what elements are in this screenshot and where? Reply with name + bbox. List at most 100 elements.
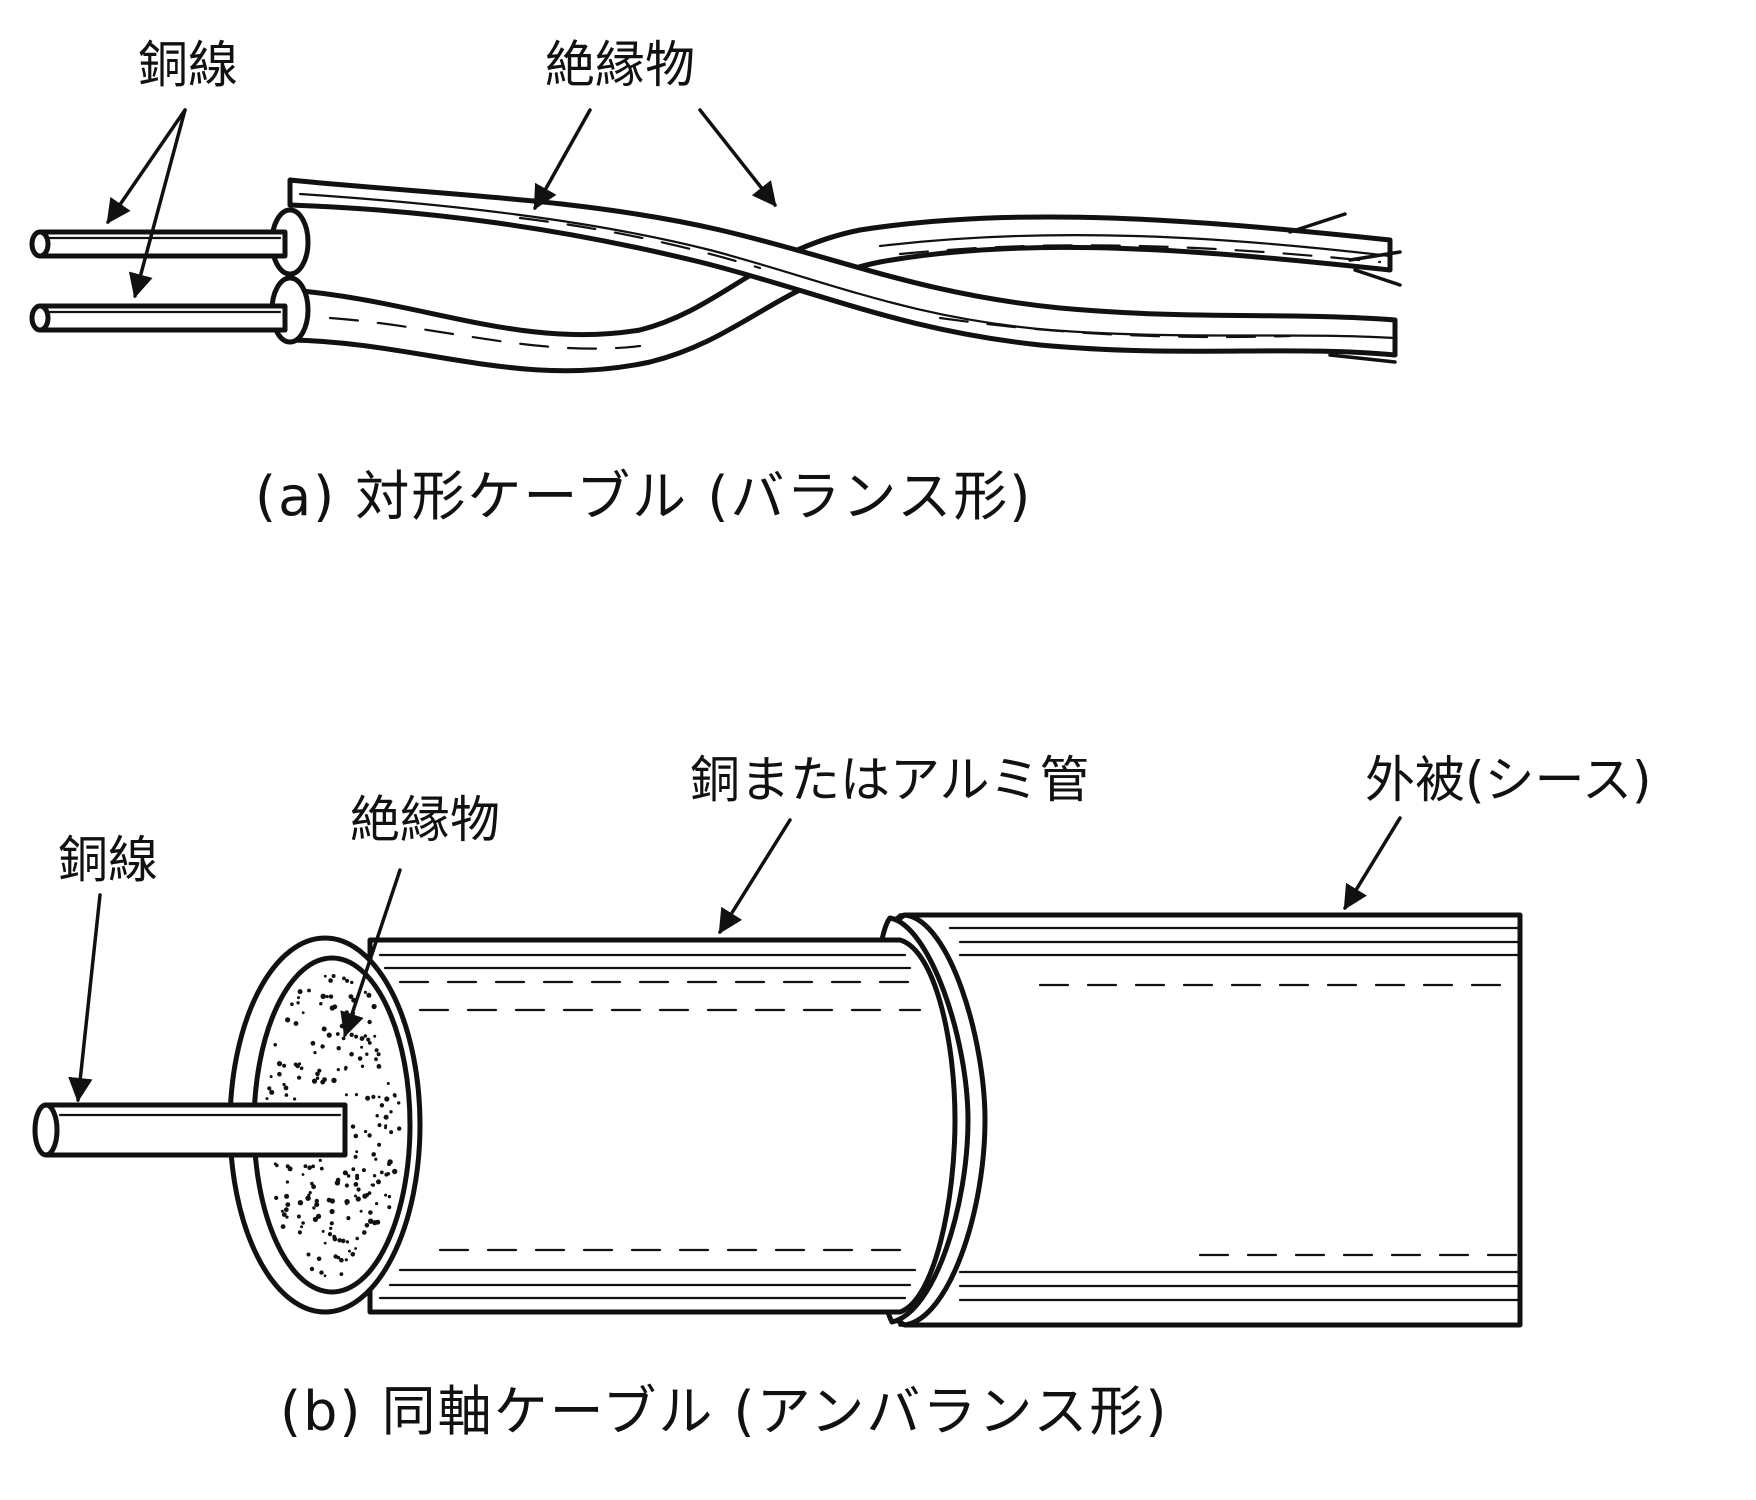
stipple-dot — [355, 1236, 360, 1241]
stipple-dot — [296, 1214, 301, 1219]
stipple-dot — [384, 1193, 388, 1197]
stipple-dot — [306, 1252, 311, 1257]
stipple-dot — [377, 1095, 381, 1099]
stipple-dot — [269, 1089, 275, 1095]
stipple-dot — [329, 1208, 335, 1215]
stipple-dot — [283, 1207, 289, 1213]
stipple-dot — [330, 1199, 334, 1203]
stipple-dot — [274, 1195, 279, 1200]
stipple-dot — [374, 1048, 379, 1053]
stipple-dot — [336, 1068, 340, 1072]
stipple-dot — [363, 990, 367, 994]
arrow-copper-wire-lower — [128, 108, 187, 299]
stipple-dot — [315, 1071, 320, 1077]
stipple-dot — [315, 1076, 320, 1080]
stipple-dot — [344, 1258, 348, 1262]
twisted-pair-cable — [29, 108, 1402, 374]
stipple-dot — [333, 1254, 338, 1259]
stipple-dot — [282, 1082, 286, 1087]
stipple-dot — [285, 1215, 289, 1219]
stipple-dot — [353, 1182, 359, 1187]
stipple-dot — [367, 1133, 372, 1138]
stipple-dot — [392, 1168, 398, 1175]
stipple-dot — [376, 1179, 381, 1185]
copper-wire-lower — [29, 303, 288, 333]
stipple-dot — [293, 1097, 297, 1101]
stipple-dot — [393, 1094, 397, 1098]
stipple-dot — [349, 1032, 354, 1038]
stipple-dot — [326, 1032, 332, 1038]
stipple-dot — [320, 993, 326, 999]
stipple-dot — [301, 1221, 305, 1225]
stipple-dot — [350, 1124, 356, 1129]
stipple-dot — [319, 1002, 323, 1006]
stipple-dot — [301, 1011, 305, 1015]
stipple-dot — [328, 994, 334, 999]
stipple-dot — [366, 1037, 371, 1042]
stipple-dot — [364, 1223, 370, 1228]
stipple-dot — [387, 1194, 392, 1199]
stipple-dot — [341, 1036, 346, 1041]
stipple-dot — [280, 1209, 284, 1213]
stipple-dot — [312, 1216, 318, 1222]
stipple-dot — [280, 1224, 286, 1229]
stipple-dot — [353, 1154, 358, 1159]
stipple-dot — [397, 1126, 402, 1131]
stipple-dot — [311, 1184, 316, 1190]
stipple-dot — [379, 1170, 384, 1175]
stipple-dot — [309, 1266, 315, 1272]
stipple-dot — [331, 974, 336, 978]
arrow-copper-wire-upper — [106, 108, 187, 225]
stipple-dot — [344, 1093, 348, 1097]
stipple-dot — [319, 1270, 324, 1275]
stipple-dot — [283, 1085, 289, 1091]
stipple-dot — [348, 994, 354, 999]
metal-tube — [367, 937, 958, 1315]
stipple-dot — [336, 1046, 341, 1051]
stipple-dot — [375, 1202, 379, 1206]
stipple-dot — [384, 1096, 390, 1102]
arrow-insulator-right — [698, 108, 777, 207]
stipple-dot — [355, 1196, 361, 1202]
stipple-dot — [314, 1202, 320, 1208]
stipple-dot — [355, 1150, 359, 1154]
stipple-dot — [269, 1075, 273, 1079]
stipple-dot — [372, 1174, 377, 1178]
stipple-dot — [323, 1274, 327, 1278]
stipple-dot — [344, 1171, 349, 1175]
stipple-dot — [368, 1218, 374, 1224]
copper-wire-upper — [29, 229, 288, 259]
stipple-dot — [389, 1110, 393, 1114]
stipple-dot — [351, 1167, 356, 1172]
stipple-dot — [374, 1157, 378, 1161]
stipple-dot — [353, 1133, 359, 1139]
stipple-dot — [345, 978, 350, 983]
stipple-dot — [334, 1180, 341, 1186]
stipple-dot — [297, 1075, 302, 1080]
stipple-dot — [316, 1213, 322, 1219]
stipple-dot — [350, 980, 354, 985]
stipple-dot — [354, 1247, 357, 1250]
arrow-metal-tube — [718, 818, 792, 935]
stipple-dot — [373, 1034, 377, 1038]
stipple-dot — [310, 1040, 316, 1046]
stipple-dot — [307, 988, 311, 993]
stipple-dot — [329, 1226, 333, 1230]
stipple-dot — [339, 1023, 345, 1029]
stipple-dot — [322, 1077, 327, 1082]
caption-b: (b) 同軸ケーブル (アンバランス形) — [280, 1380, 1169, 1443]
arrow-sheath — [1343, 816, 1402, 911]
stipple-dot — [307, 1165, 312, 1170]
stipple-dot — [297, 1230, 302, 1235]
stipple-dot — [321, 1026, 327, 1032]
stipple-dot — [320, 1044, 325, 1049]
stipple-dot — [340, 1238, 346, 1244]
stipple-dot — [346, 1174, 351, 1178]
stipple-dot — [312, 1206, 316, 1210]
stipple-dot — [311, 1164, 315, 1169]
stipple-dot — [347, 1249, 351, 1253]
stipple-dot — [273, 1043, 278, 1047]
stipple-dot — [383, 1114, 389, 1120]
stipple-dot — [364, 1129, 368, 1134]
